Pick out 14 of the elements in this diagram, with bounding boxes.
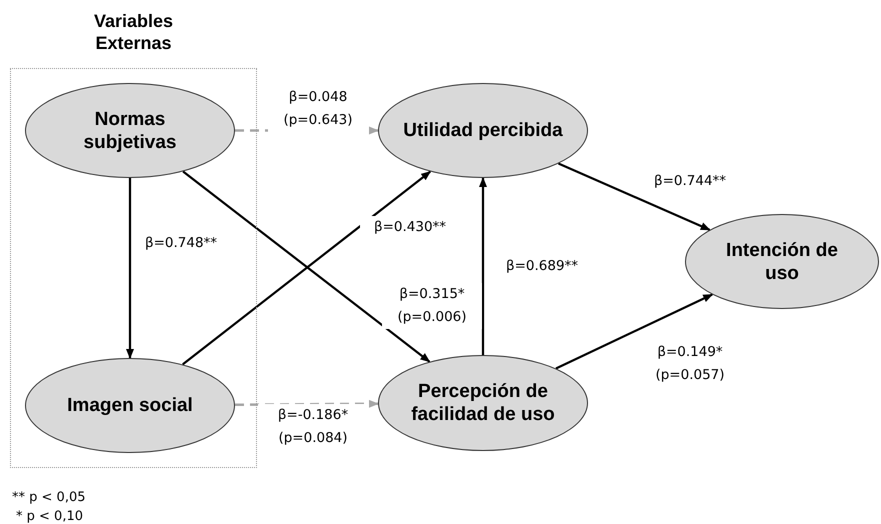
arrow (479, 177, 487, 355)
edge-label: β=0.315* (p=0.006) (382, 283, 482, 329)
group-heading: Variables Externas (92, 10, 174, 54)
dashed-arrow (234, 400, 380, 408)
construct-ellipse: Intención de uso (685, 214, 879, 309)
significance-note: * p < 0,10 (15, 508, 83, 524)
arrow (126, 178, 134, 359)
arrow (558, 162, 711, 231)
arrow (555, 294, 714, 370)
construct-ellipse: Imagen social (25, 358, 235, 453)
construct-ellipse: Normas subjetivas (25, 83, 235, 178)
construct-ellipse: Percepción de facilidad de uso (378, 355, 588, 451)
construct-ellipse: Utilidad percibida (378, 83, 588, 178)
significance-note: ** p < 0,05 (12, 489, 86, 507)
